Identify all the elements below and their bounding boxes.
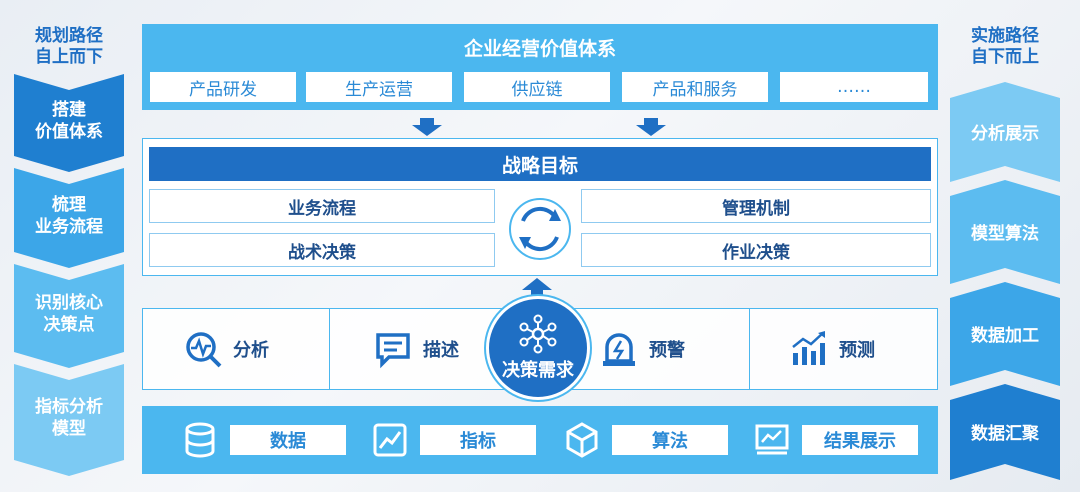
cycle-arrows-icon	[509, 198, 571, 260]
value-item-production-operation: 生产运营	[306, 72, 452, 102]
left-step-indicator-model: 指标分析 模型	[14, 364, 124, 476]
divider	[749, 309, 750, 389]
foundation-label-indicator: 指标	[420, 425, 536, 455]
implementation-path-title-line1: 实施路径	[971, 26, 1039, 46]
divider	[329, 309, 330, 389]
result-display-icon	[755, 424, 789, 455]
left-step-build-value-system: 搭建 价值体系	[14, 74, 124, 172]
left-step-label: 搭建 价值体系	[35, 100, 103, 142]
foundation-item-indicator: 指标	[372, 420, 536, 460]
left-step-label: 指标分析 模型	[35, 397, 103, 439]
down-arrow-icon	[412, 118, 442, 136]
right-step-analysis-display: 分析展示	[950, 82, 1060, 182]
foundation-item-algorithm: 算法	[564, 420, 728, 460]
up-arrow-icon	[522, 278, 552, 300]
left-step-sort-business-process: 梳理 业务流程	[14, 168, 124, 268]
analysis-icon	[186, 332, 222, 368]
cell-operational-decision: 作业决策	[581, 233, 931, 267]
right-step-data-processing: 数据加工	[950, 282, 1060, 386]
right-step-label: 数据汇聚	[971, 424, 1039, 444]
decision-item-warning: 预警	[599, 327, 685, 371]
planning-path-title-line1: 规划路径	[35, 26, 103, 46]
implementation-path-title-line2: 自下而上	[971, 47, 1039, 67]
right-step-model-algorithm: 模型算法	[950, 180, 1060, 284]
foundation-label-data: 数据	[230, 425, 346, 455]
decision-item-forecast: 预测	[789, 327, 875, 371]
left-step-identify-decision-points: 识别核心 决策点	[14, 264, 124, 368]
value-item-product-rd: 产品研发	[150, 72, 296, 102]
value-item-supply-chain: 供应链	[464, 72, 610, 102]
planning-path-title: 规划路径 自上而下	[14, 26, 124, 68]
data-foundation-panel: 数据 指标 算法 结果展示	[142, 406, 938, 474]
enterprise-value-system-title: 企业经营价值体系	[463, 38, 616, 60]
implementation-path-title: 实施路径 自下而上	[950, 26, 1060, 68]
right-step-label: 数据加工	[971, 326, 1039, 346]
left-step-label: 梳理 业务流程	[35, 195, 103, 237]
decision-needs-hub: 决策需求	[486, 296, 590, 400]
decision-item-describe: 描述	[373, 327, 459, 371]
cell-tactical-decision: 战术决策	[149, 233, 495, 267]
decision-needs-label: 决策需求	[502, 360, 574, 381]
foundation-label-algorithm: 算法	[612, 425, 728, 455]
indicator-icon	[373, 423, 407, 457]
decision-item-label: 分析	[233, 340, 269, 361]
algorithm-icon	[566, 422, 598, 458]
right-step-data-aggregation: 数据汇聚	[950, 384, 1060, 480]
network-hub-icon	[519, 314, 557, 354]
left-step-label: 识别核心 决策点	[35, 293, 103, 335]
decision-item-label: 预测	[839, 340, 875, 361]
foundation-item-data: 数据	[182, 420, 346, 460]
decision-item-label: 描述	[423, 340, 459, 361]
value-item-products-services: 产品和服务	[622, 72, 768, 102]
cell-business-process: 业务流程	[149, 189, 495, 223]
right-step-label: 分析展示	[971, 124, 1039, 144]
foundation-label-result-display: 结果展示	[802, 425, 918, 455]
planning-path-title-line2: 自上而下	[35, 47, 103, 67]
cell-management-mechanism: 管理机制	[581, 189, 931, 223]
decision-item-analysis: 分析	[183, 327, 269, 371]
alarm-icon	[603, 333, 635, 366]
strategy-goal-box: 战略目标 业务流程 战术决策 管理机制 作业决策	[142, 138, 938, 276]
decision-item-label: 预警	[649, 340, 685, 361]
database-icon	[185, 422, 215, 458]
foundation-item-result-display: 结果展示	[754, 420, 918, 460]
down-arrow-icon	[636, 118, 666, 136]
describe-icon	[376, 333, 410, 369]
forecast-icon	[792, 331, 825, 365]
enterprise-value-system-panel: 企业经营价值体系 产品研发 生产运营 供应链 产品和服务 ……	[142, 24, 938, 110]
value-item-more: ……	[780, 72, 928, 102]
strategy-goal-title: 战略目标	[149, 147, 931, 181]
right-step-label: 模型算法	[971, 224, 1039, 244]
